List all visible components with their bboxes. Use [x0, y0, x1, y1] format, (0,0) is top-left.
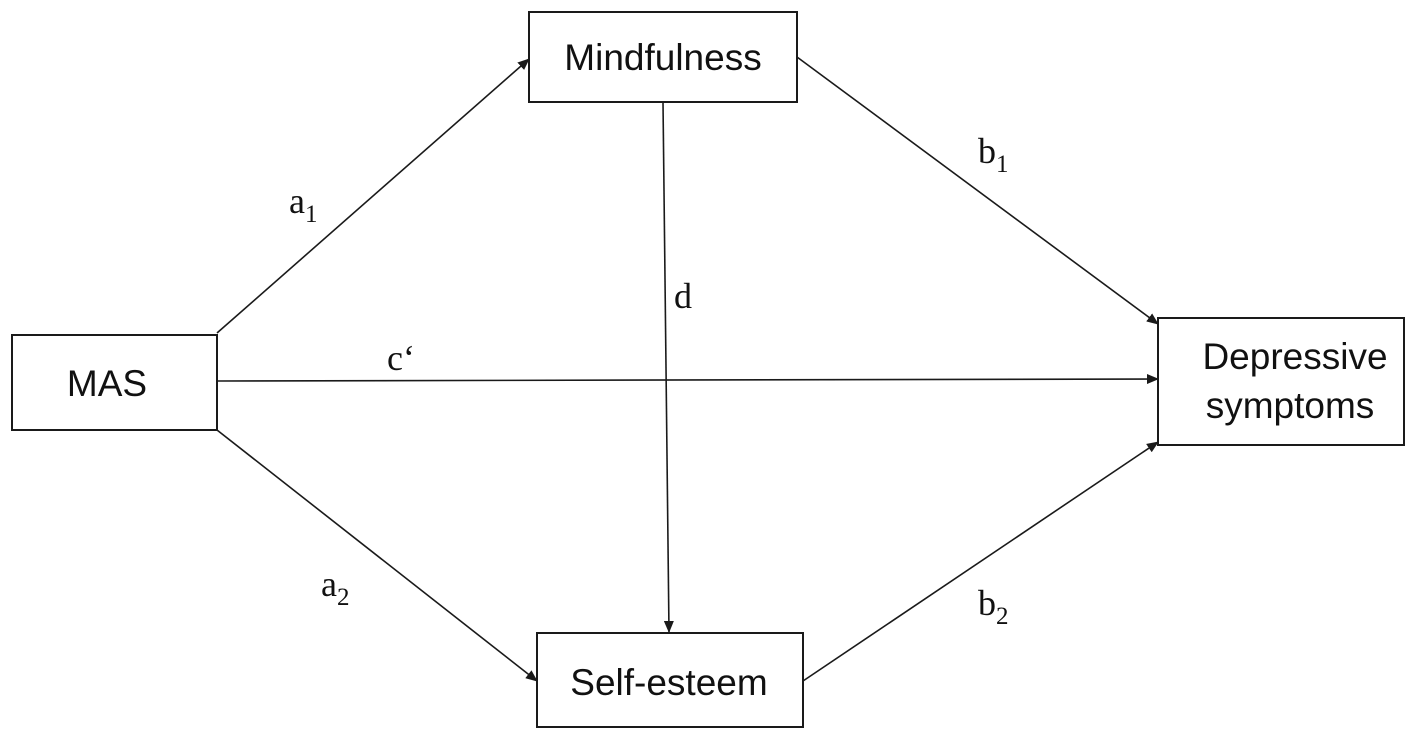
path-label-c-prime: c‘ — [387, 338, 415, 378]
path-label-a2: a2 — [321, 564, 349, 611]
node-mas: MAS — [11, 334, 218, 431]
edge-mindfulness-to-depressive-symptoms — [796, 56, 1159, 325]
node-mindfulness-label: Mindfulness — [564, 37, 761, 78]
path-label-a2-subscript: 2 — [337, 584, 350, 611]
node-mindfulness: Mindfulness — [528, 11, 798, 103]
path-label-a1-subscript: 1 — [305, 201, 318, 228]
node-depressive-symptoms: Depressive symptoms — [1157, 317, 1405, 446]
path-label-b2-letter: b — [978, 583, 996, 623]
path-label-a2-letter: a — [321, 564, 337, 604]
node-self-esteem-label: Self-esteem — [570, 662, 767, 703]
edge-mas-to-depressive-symptoms — [216, 374, 1159, 385]
path-label-a1: a1 — [289, 181, 317, 228]
path-label-d: d — [674, 276, 692, 316]
node-depressive-symptoms-line1: Depressive — [1202, 336, 1387, 377]
node-self-esteem: Self-esteem — [536, 632, 804, 728]
node-mas-label: MAS — [67, 363, 147, 404]
edge-mas-to-mindfulness — [216, 58, 530, 334]
node-depressive-symptoms-line2: symptoms — [1206, 385, 1375, 426]
edge-mindfulness-to-self-esteem — [662, 101, 674, 633]
path-label-b1-letter: b — [978, 131, 996, 171]
edge-mas-to-self-esteem — [216, 429, 538, 682]
path-label-a1-letter: a — [289, 181, 305, 221]
path-label-b2: b2 — [978, 583, 1009, 630]
edge-self-esteem-to-depressive-symptoms — [802, 441, 1159, 682]
path-label-b1-subscript: 1 — [996, 151, 1009, 178]
path-label-b1: b1 — [978, 131, 1009, 178]
path-label-b2-subscript: 2 — [996, 603, 1009, 630]
